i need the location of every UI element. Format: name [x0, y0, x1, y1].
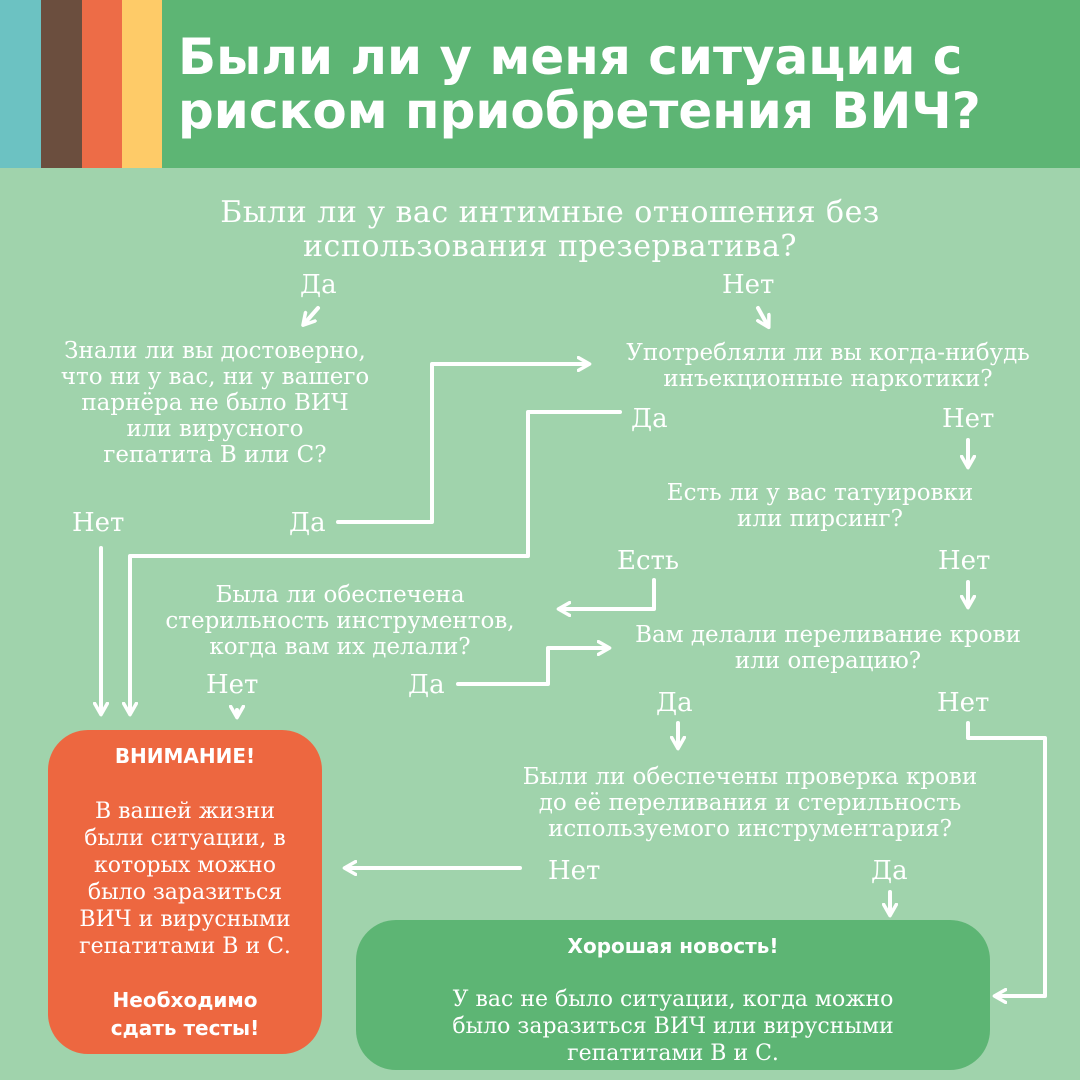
arrow-q4-yes [560, 578, 656, 609]
page-title: Были ли у меня ситуации с риском приобре… [178, 28, 981, 140]
arrow-q6-no [966, 721, 1047, 996]
stripe-teal [0, 0, 41, 168]
arrow-q1-yes [304, 306, 320, 324]
warning-box: ВНИМАНИЕ! В вашей жизни были ситуации, в… [48, 730, 322, 1054]
arrow-q2-yes [336, 364, 588, 524]
answer-q3-yes: Да [631, 404, 668, 434]
stripe-light-orange [122, 0, 162, 168]
warning-text: В вашей жизни были ситуации, в которых м… [79, 799, 291, 959]
good-news-text: У вас не было ситуации, когда можно было… [452, 987, 894, 1066]
arrow-q5-yes [456, 648, 608, 686]
answer-q1-yes: Да [300, 270, 337, 300]
question-unprotected-sex: Были ли у вас интимные отношения без исп… [220, 195, 880, 264]
answer-q4-yes: Есть [617, 546, 680, 576]
answer-q5-no: Нет [206, 670, 259, 700]
answer-q1-no: Нет [722, 270, 775, 300]
answer-q4-no: Нет [938, 546, 991, 576]
question-partner-status: Знали ли вы достоверно, что ни у вас, ни… [60, 338, 370, 468]
warning-title: ВНИМАНИЕ! [114, 744, 256, 768]
stripe-brown [41, 0, 82, 168]
question-transfusion: Вам делали переливание крови или операци… [635, 622, 1021, 674]
answer-q6-yes: Да [656, 688, 693, 718]
header: Были ли у меня ситуации с риском приобре… [162, 0, 1080, 168]
question-sterility: Была ли обеспечена стерильность инструме… [165, 582, 515, 660]
answer-q5-yes: Да [408, 670, 445, 700]
answer-q2-no: Нет [72, 508, 125, 538]
answer-q2-yes: Да [289, 508, 326, 538]
arrow-q1-no [758, 306, 768, 326]
question-injection-drugs: Употребляли ли вы когда-нибудь инъекцион… [626, 340, 1030, 392]
warning-call-to-action: Необходимо сдать тесты! [110, 988, 260, 1040]
good-news-box: Хорошая новость! У вас не было ситуации,… [356, 920, 990, 1070]
answer-q7-no: Нет [548, 856, 601, 886]
answer-q6-no: Нет [937, 688, 990, 718]
answer-q3-no: Нет [942, 404, 995, 434]
arrow-q3-yes [130, 410, 622, 713]
question-blood-check: Были ли обеспечены проверка крови до её … [522, 764, 978, 842]
question-tattoo-piercing: Есть ли у вас татуировки или пирсинг? [666, 480, 974, 532]
answer-q7-yes: Да [871, 856, 908, 886]
good-news-title: Хорошая новость! [567, 934, 779, 958]
stripe-orange [82, 0, 122, 168]
